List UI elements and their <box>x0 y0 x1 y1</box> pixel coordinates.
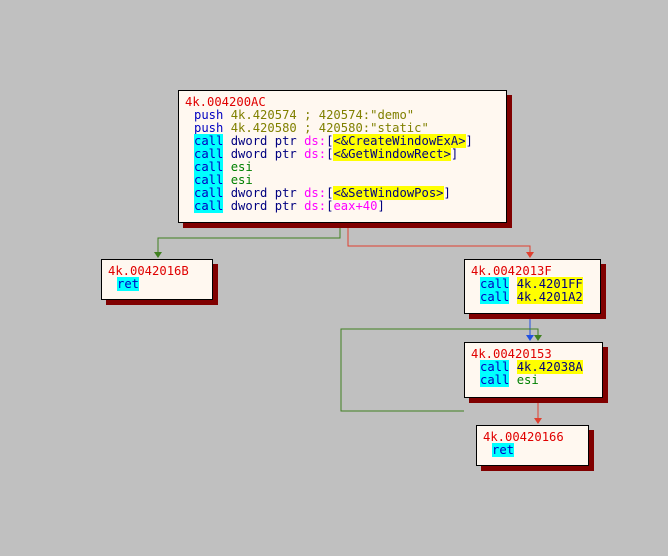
block-00420153[interactable]: 4k.00420153 call 4k.42038A call esi <box>464 342 603 398</box>
instruction-row[interactable]: push 4k.420580 ; 420580:"static" <box>185 122 506 135</box>
operand-size: dword ptr <box>230 147 297 161</box>
instruction-row[interactable]: call esi <box>185 173 506 187</box>
call-target[interactable]: <&GetWindowRect> <box>333 147 451 161</box>
block-0042016b[interactable]: 4k.0042016B ret <box>101 259 213 300</box>
operand: 4k.420580 <box>230 121 297 135</box>
mnemonic: call <box>194 173 224 187</box>
edge-to-0042013f <box>347 223 531 254</box>
bracket-close: ] <box>443 186 451 200</box>
mnemonic: ret <box>492 443 515 457</box>
bracket-open: [ <box>326 134 334 148</box>
call-target[interactable]: <&SetWindowPos> <box>333 186 444 200</box>
arrowhead-0042016b <box>154 252 162 258</box>
mnemonic: call <box>194 160 224 174</box>
bracket-close: ] <box>465 134 473 148</box>
instruction-row[interactable]: ret <box>483 443 588 457</box>
mnemonic: call <box>480 360 510 374</box>
mnemonic: call <box>194 147 224 161</box>
segment: ds: <box>304 147 327 161</box>
operand: 4k.420574 <box>230 108 297 122</box>
block-00420166[interactable]: 4k.00420166 ret <box>476 425 589 466</box>
operand-size: dword ptr <box>230 199 297 213</box>
instruction-row[interactable]: call dword ptr ds:[eax+40] <box>185 199 506 213</box>
arrowhead-00420166 <box>534 418 542 424</box>
call-target[interactable]: <&CreateWindowExA> <box>333 134 466 148</box>
block-004200ac[interactable]: 4k.004200AC push 4k.420574 ; 420574:"dem… <box>178 90 507 223</box>
register: esi <box>230 173 253 187</box>
edge-to-0042016b <box>157 223 341 254</box>
instruction-row[interactable]: call dword ptr ds:[<&CreateWindowExA>] <box>185 134 506 148</box>
instruction-row[interactable]: call dword ptr ds:[<&GetWindowRect>] <box>185 147 506 161</box>
memory-reference: eax+40 <box>333 199 378 213</box>
mnemonic: push <box>194 108 224 122</box>
instruction-row[interactable]: ret <box>108 277 212 291</box>
mnemonic: call <box>480 290 510 304</box>
instruction-row[interactable]: call dword ptr ds:[<&SetWindowPos>] <box>185 186 506 200</box>
block-title: 4k.004200AC <box>185 95 266 109</box>
segment: ds: <box>304 134 327 148</box>
segment: ds: <box>304 186 327 200</box>
edge-loop-00420153 <box>340 328 539 412</box>
comment: ; 420574:"demo" <box>296 108 415 122</box>
operand-size: dword ptr <box>230 134 297 148</box>
operand-size: dword ptr <box>230 186 297 200</box>
segment: ds: <box>304 199 327 213</box>
arrowhead-00420153-green <box>534 335 542 341</box>
comment: ; 420580:"static" <box>296 121 429 135</box>
mnemonic: ret <box>117 277 140 291</box>
instruction-row[interactable]: call 4k.42038A <box>471 360 602 374</box>
call-target[interactable]: 4k.42038A <box>516 360 583 374</box>
register: esi <box>516 373 539 387</box>
bracket-close: ] <box>450 147 459 161</box>
block-title: 4k.00420153 <box>471 347 552 361</box>
block-title: 4k.0042016B <box>108 264 189 278</box>
block-0042013f[interactable]: 4k.0042013F call 4k.4201FF call 4k.4201A… <box>464 259 601 314</box>
instruction-row[interactable]: call 4k.4201FF <box>471 277 600 291</box>
mnemonic: call <box>480 277 510 291</box>
bracket-open: [ <box>326 186 334 200</box>
mnemonic: call <box>194 199 224 213</box>
mnemonic: call <box>194 186 224 200</box>
instruction-row[interactable]: call esi <box>471 373 602 387</box>
call-target[interactable]: 4k.4201FF <box>516 277 583 291</box>
call-target[interactable]: 4k.4201A2 <box>516 290 583 304</box>
bracket-close: ] <box>377 199 385 213</box>
block-title: 4k.0042013F <box>471 264 552 278</box>
arrowhead-0042013f <box>526 252 534 258</box>
bracket-open: [ <box>326 147 334 161</box>
instruction-row[interactable]: push 4k.420574 ; 420574:"demo" <box>185 109 506 122</box>
arrowhead-00420153-blue <box>526 335 534 341</box>
mnemonic: call <box>480 373 510 387</box>
mnemonic: call <box>194 134 224 148</box>
mnemonic: push <box>194 121 224 135</box>
instruction-row[interactable]: call 4k.4201A2 <box>471 290 600 304</box>
block-title: 4k.00420166 <box>483 430 564 444</box>
instruction-row[interactable]: call esi <box>185 160 506 174</box>
bracket-open: [ <box>326 199 334 213</box>
register: esi <box>230 160 253 174</box>
